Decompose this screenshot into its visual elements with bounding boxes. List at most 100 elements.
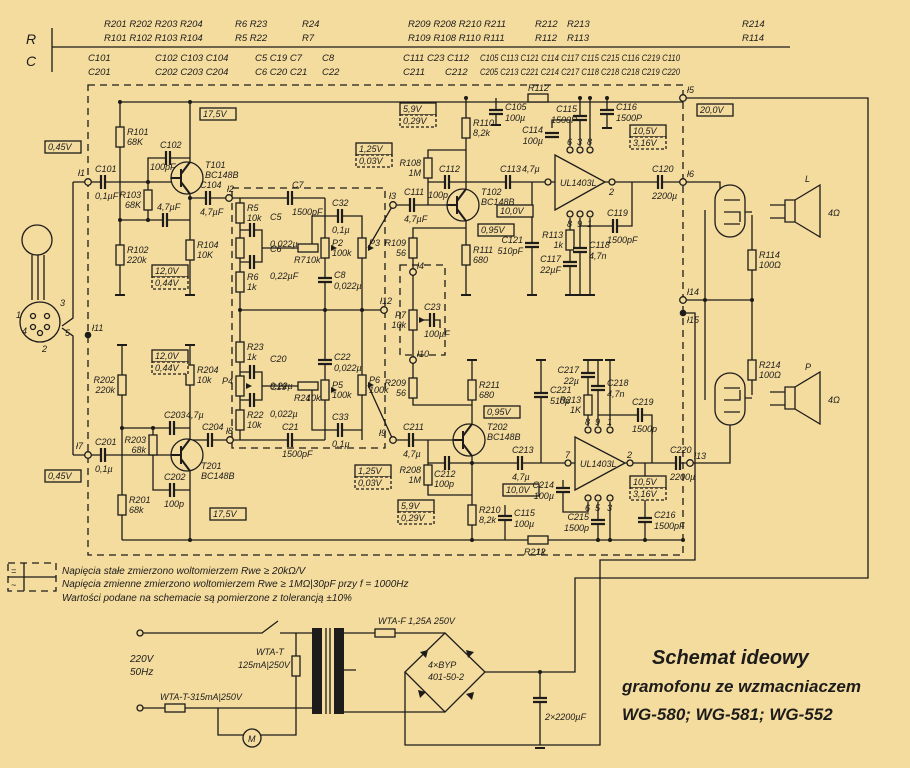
potentiometer-wiper-icon [246,383,252,389]
part-ref: C201 [95,437,117,447]
terminal-label: ł15 [687,315,700,325]
terminal-label: ł12 [380,296,392,306]
amplifier-board-boundary [87,84,684,556]
header-r-row1: R201 R202 R203 [104,19,178,30]
part-ref: R201 [129,495,151,505]
din-pin-label: 1 [16,310,21,320]
terminal-t4 [409,268,417,276]
part-value: 2200µ [669,472,695,482]
resistor-R211 [467,379,477,401]
voltage-dc: 0,95V [487,407,512,417]
voltage-dc: 10,5V [633,477,658,487]
part-value: 0,1µF [95,191,119,201]
part-ref: C214 [532,480,554,490]
part-ref: C118 [589,240,610,250]
ic-pin-label: 8 [585,417,590,427]
voltage-box-ac [355,154,393,168]
part-value: 4,7n [607,389,625,399]
capacitor-C111 [408,198,416,212]
part-ref: R210 [479,505,501,515]
voltage-dc: 1,25V [358,466,383,476]
part-value: 100Ω [759,370,781,380]
header-r-row2: R5 R22 [235,33,268,44]
part-value: 0,1µ [332,225,350,235]
part-ref: T101 [205,160,226,170]
junction-dot [703,298,707,302]
title-line: gramofonu ze wzmacniaczem [621,677,861,696]
capacitor-C202 [168,483,176,497]
part-ref: C111 [404,187,424,197]
ic-pin-label: 8 [587,137,592,147]
part-value: 1500pF [292,207,323,217]
capacitor-C5 [248,223,256,237]
capacitor-C103 [161,213,169,227]
part-value: 4,7µ [522,164,540,174]
voltage-ac: 3,16V [633,138,658,148]
ic-pin-label: 9 [595,417,600,427]
part-ref: C215 [567,512,590,522]
title-line: WG-580; WG-581; WG-552 [622,705,833,724]
junction-dot [118,218,122,222]
ic-pin-label: 7 [565,450,571,460]
motor-icon [242,728,262,748]
part-value: 100µF [424,329,450,339]
part-value: 1k [247,352,257,362]
voltage-dc: 1,25V [359,144,384,154]
part-ref: C5 [270,212,282,222]
voltage-dc: 10,5V [633,126,658,136]
part-ref: C101 [95,164,117,174]
ic-pin [566,210,574,218]
terminal-t6 [679,178,687,186]
voltage-box-ac [399,114,437,128]
part-value: BC148B [201,471,235,481]
resistor-R203 [148,434,158,456]
part-ref: C113 [500,164,521,174]
part-ref: C216 [654,510,676,520]
terminal-label: ł8 [226,426,233,436]
part-value: 10k [247,213,262,223]
speaker-label: P [805,362,811,372]
capacitor-C21 [286,433,294,447]
part-value: 1500P [551,115,577,125]
terminal-label: ł11 [92,323,103,333]
header-c-row2: C6 C20 C21 [255,67,307,78]
resistor-R214 [747,359,757,381]
resistor-R7 [297,243,319,253]
part-value: 100Ω [759,260,781,270]
part-ref: C203 [164,410,186,420]
part-ref: 4,7µF [157,202,181,212]
part-ref: C33 [332,412,349,422]
voltage-dc: 0,95V [481,225,506,235]
junction-dot [596,538,600,542]
part-value: 56 [396,388,406,398]
resistor-R212 [527,535,549,545]
part-value: 68K [125,200,142,210]
potentiometer-wiper-icon [368,382,374,388]
capacitor-C214 [556,486,570,494]
capacitor-C204 [206,433,214,447]
socket-contacts [724,199,741,413]
part-value: 1500pF [654,521,685,531]
voltage-dc: 12,0V [155,266,180,276]
junction-dot [464,96,468,100]
capacitor-C104 [204,191,212,205]
bridge-type: 401-50-2 [428,672,464,682]
voltage-box-ac [629,487,667,501]
header-c-row1: C111 C23 C112 [403,53,470,64]
part-ref: C218 [607,378,629,388]
voltage-dc: 0,45V [48,471,73,481]
title-line: Schemat ideowy [652,647,810,669]
junction-dot [588,96,592,100]
part-value: 1K [570,405,582,415]
junction-dot [188,538,192,542]
ic-label: UL1403L [580,459,617,469]
part-ref: C104 [200,180,222,190]
header-r-row2: R109 R108 R110 R111 [408,33,505,44]
header-r-row2: R101 R102 R103 [104,33,178,44]
voltage-box-dc [209,507,247,521]
header-c-row1: C5 C19 C7 [255,53,303,64]
part-value: 100pF [150,162,176,172]
capacitor-C121 [525,241,539,249]
part-value: 0,022µ [334,281,362,291]
